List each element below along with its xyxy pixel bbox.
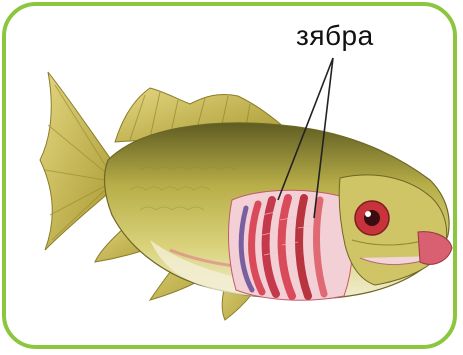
tail-fin [40,72,112,250]
gill-label: зябра [296,20,374,52]
